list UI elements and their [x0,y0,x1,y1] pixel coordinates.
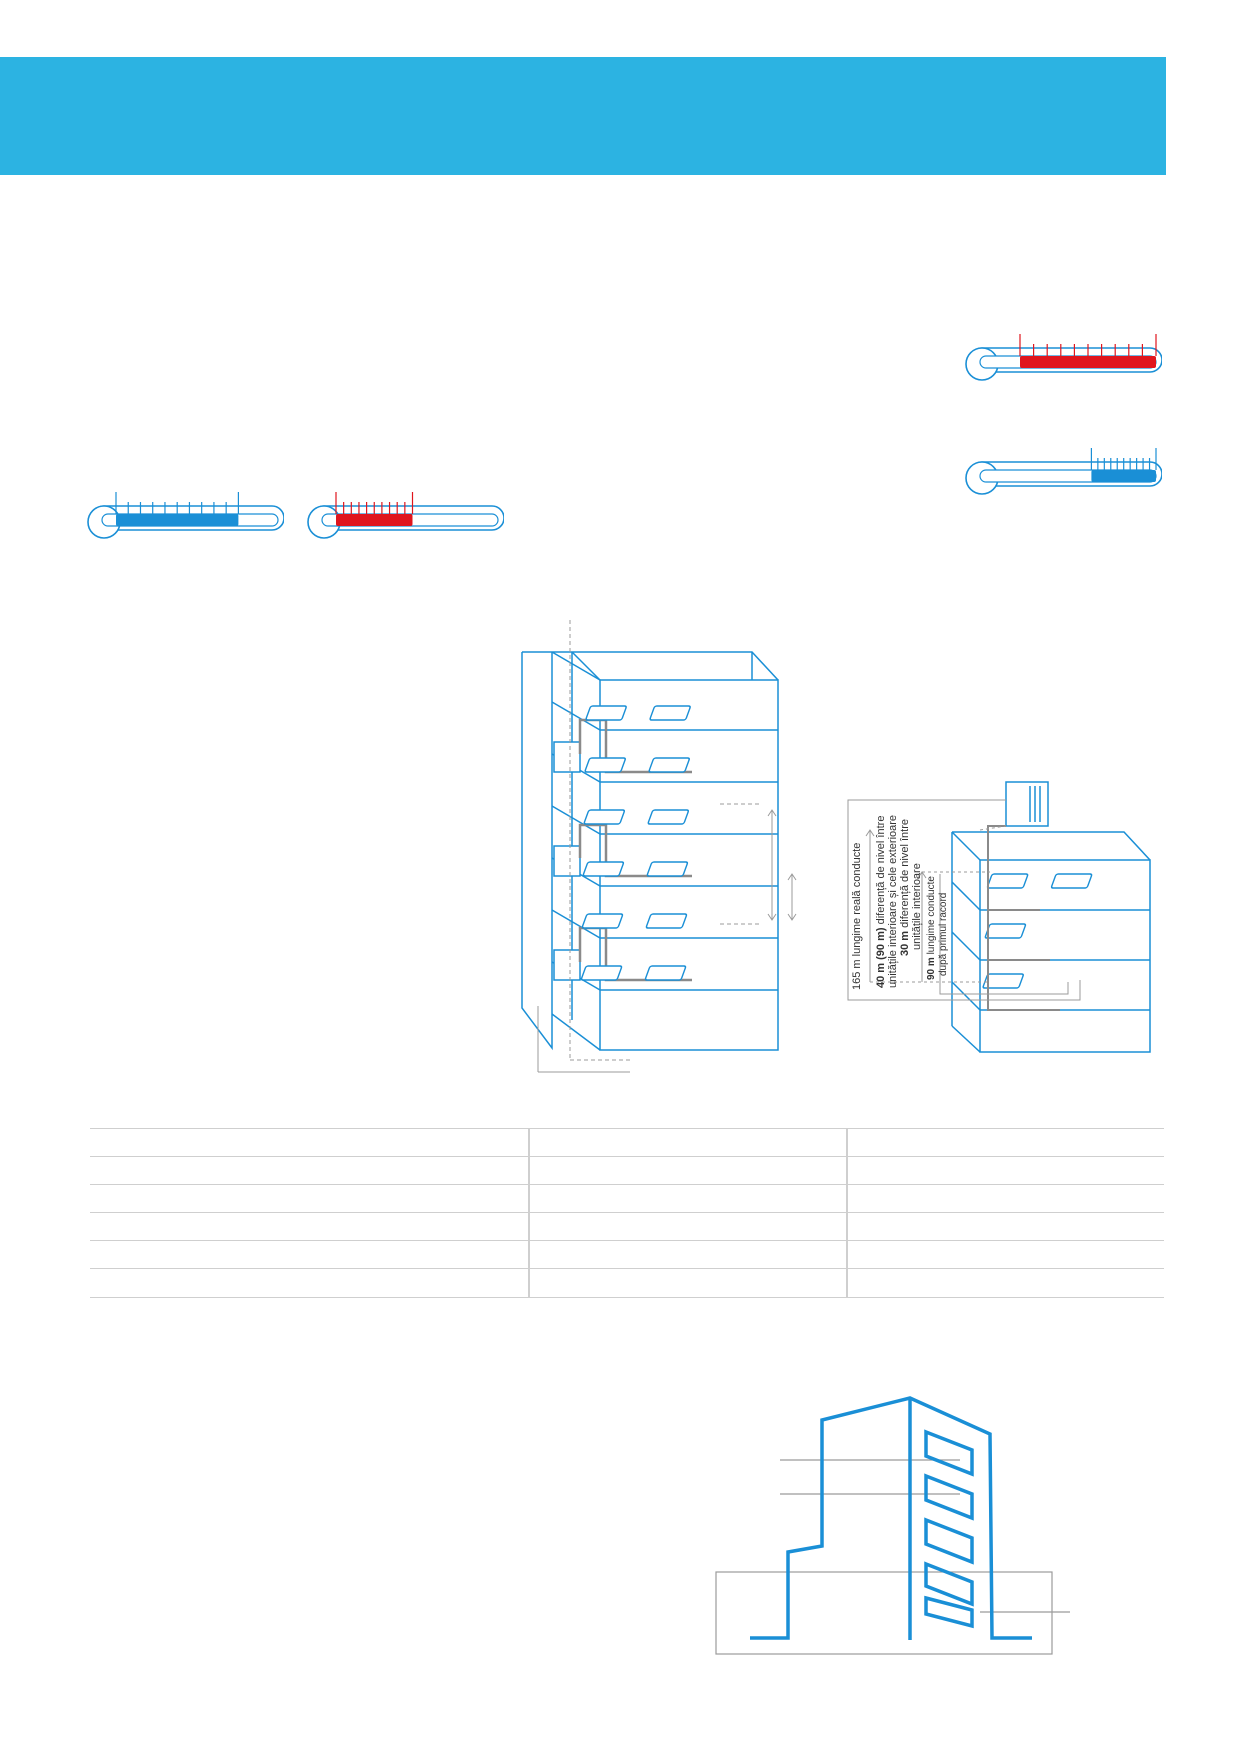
small-indoor-units [982,873,1093,989]
thermometer-level [1091,470,1156,482]
label-40-m: 40 m (90 m) diferență de nivel între [875,816,887,988]
label-90-m-line2: după primul racord [938,893,949,976]
table-column-divider [528,1129,530,1157]
table-column-divider [846,1157,848,1185]
label-30-m: 30 m diferență de nivel între [899,819,911,956]
table-row [90,1156,1164,1185]
label-30-m-line2: unitățile interioare [911,863,923,950]
table-column-divider [528,1185,530,1213]
table-column-divider [846,1269,848,1297]
label-40-m-line2: unitățile interioare și cele exterioare [887,815,899,988]
thermometer-level [116,514,239,526]
table-column-divider [528,1241,530,1269]
thermometer-cooling-right [965,448,1162,495]
table-column-divider [528,1269,530,1297]
ground-box [715,1571,1053,1655]
label-165-m: 165 m lungime reală conducte [851,843,863,990]
table-row [90,1212,1164,1241]
callout-lines [780,1459,1070,1613]
dimension-arrows [537,809,797,1073]
table-column-divider [846,1241,848,1269]
table-column-divider [528,1213,530,1241]
table-column-divider [846,1213,848,1241]
thermometer-heating-right [965,334,1162,381]
building-shape [750,1396,1032,1640]
table-row [90,1128,1164,1157]
building-illustration [715,1396,1070,1655]
piping-length-diagram: 165 m lungime reală conducte 40 m (90 m)… [847,781,1151,1053]
thermometer-level [336,514,413,526]
small-building-outline [951,831,1151,1053]
thermometer-heating-left [307,492,504,539]
building-windows [924,1429,974,1629]
outdoor-units [553,741,581,981]
small-dashed-guides [870,825,1007,983]
thermometer-cooling-left [87,492,284,539]
table-column-divider [528,1157,530,1185]
building-piping-diagram [521,620,797,1073]
table-row [90,1240,1164,1269]
table-row [90,1268,1164,1298]
header-band [0,57,1166,175]
rooftop-outdoor-unit [1005,781,1049,827]
table-row [90,1184,1164,1213]
table-column-divider [846,1129,848,1157]
indoor-units [580,705,691,981]
dashed-guides [569,620,760,1061]
thermometer-level [1020,356,1156,368]
table-column-divider [846,1185,848,1213]
label-90-m: 90 m lungime conducte [926,876,937,980]
small-pipes [987,825,1060,1011]
